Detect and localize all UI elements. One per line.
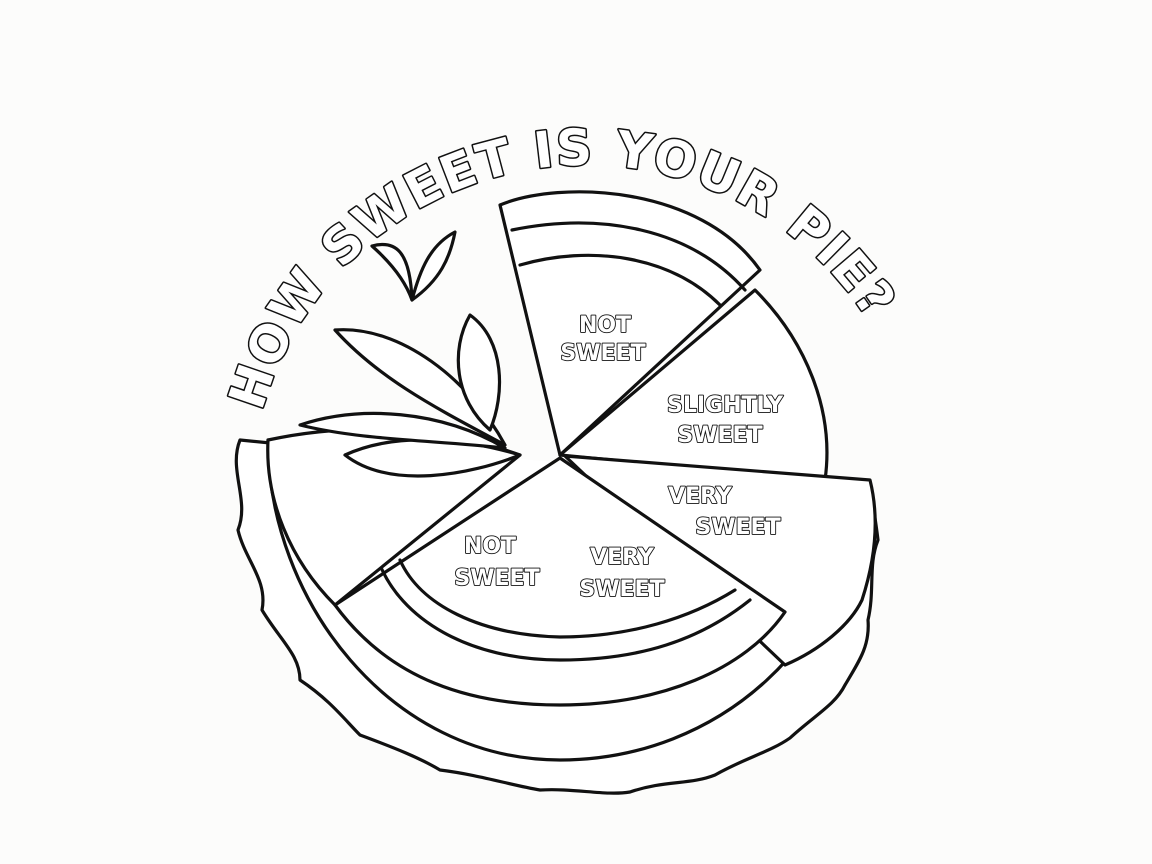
leaf-top-2 [410, 230, 457, 302]
top-slice-rim-2 [510, 221, 747, 292]
leaf-top [370, 242, 414, 302]
slice-label-3: VERY SWEET [579, 544, 666, 603]
crust-rim-inner-2 [398, 558, 737, 639]
leaf-lift [298, 411, 507, 450]
slice-label-2: VERY SWEET [667, 483, 781, 541]
slice-label-line: SWEET [560, 341, 645, 366]
slice-label-line: NOT [579, 313, 631, 338]
slice-top-right [558, 288, 829, 482]
slice-label-line: SWEET [579, 577, 664, 602]
slice-label-line: VERY [590, 545, 655, 570]
slice-label-4: NOT SWEET [454, 533, 541, 592]
crust-rim-inner [376, 558, 752, 662]
leaf-large [333, 328, 507, 447]
slice-label-1: SLIGHTLY SWEET [666, 392, 785, 449]
slice-label-0: NOT SWEET [560, 312, 647, 367]
slice-label-line: SWEET [454, 566, 539, 591]
slice-label-line: SLIGHTLY [667, 393, 784, 418]
slice-label-line: VERY [668, 484, 733, 509]
slice-label-line: NOT [464, 534, 516, 559]
slice-label-line: SWEET [695, 515, 780, 540]
slice-label-line: SWEET [677, 423, 762, 448]
pie-illustration [234, 190, 880, 795]
top-slice-rim [518, 253, 722, 307]
leaf-tall [456, 313, 502, 432]
leaf-low [343, 438, 522, 478]
slice-right [563, 454, 877, 667]
